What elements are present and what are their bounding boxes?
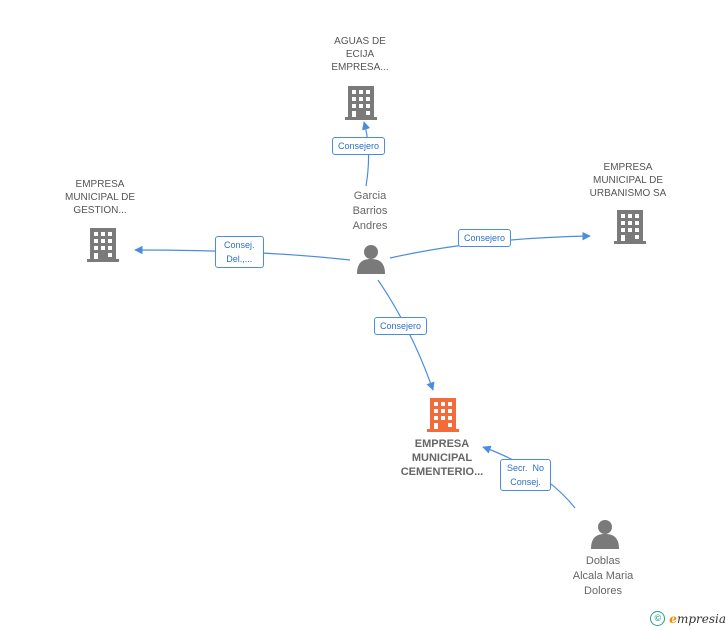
node-label-cementerio[interactable]: EMPRESA MUNICIPAL CEMENTERIO... <box>400 438 484 478</box>
brand-logo: empresia <box>669 611 726 626</box>
node-label-doblas[interactable]: Doblas Alcala Maria Dolores <box>572 555 634 597</box>
edge-label-consej-del-gestion: Consej. Del.,... <box>215 236 264 268</box>
building-icon[interactable] <box>614 210 646 244</box>
node-label-garcia[interactable]: Garcia Barrios Andres <box>352 190 388 232</box>
copyright-icon: © <box>650 611 666 626</box>
edge-label-consejero-cementerio: Consejero <box>374 317 428 335</box>
edge-garcia-cementerio <box>377 279 435 391</box>
building-icon[interactable] <box>345 86 377 120</box>
node-label-urbanismo[interactable]: EMPRESA MUNICIPAL DE URBANISMO SA <box>589 162 667 199</box>
watermark: © empresia <box>650 611 726 626</box>
node-label-gestion[interactable]: EMPRESA MUNICIPAL DE GESTION... <box>64 179 135 216</box>
building-icon[interactable] <box>87 228 119 262</box>
building-icon[interactable] <box>427 398 459 432</box>
edge-label-consejero-urbanismo: Consejero <box>458 229 512 247</box>
person-icon[interactable] <box>591 520 619 549</box>
edge-label-consejero-aguas: Consejero <box>332 137 386 155</box>
person-icon[interactable] <box>357 245 385 274</box>
node-label-aguas[interactable]: AGUAS DE ECIJA EMPRESA... <box>331 36 389 73</box>
edge-label-secr-no-consej: Secr. No Consej. <box>500 459 552 491</box>
